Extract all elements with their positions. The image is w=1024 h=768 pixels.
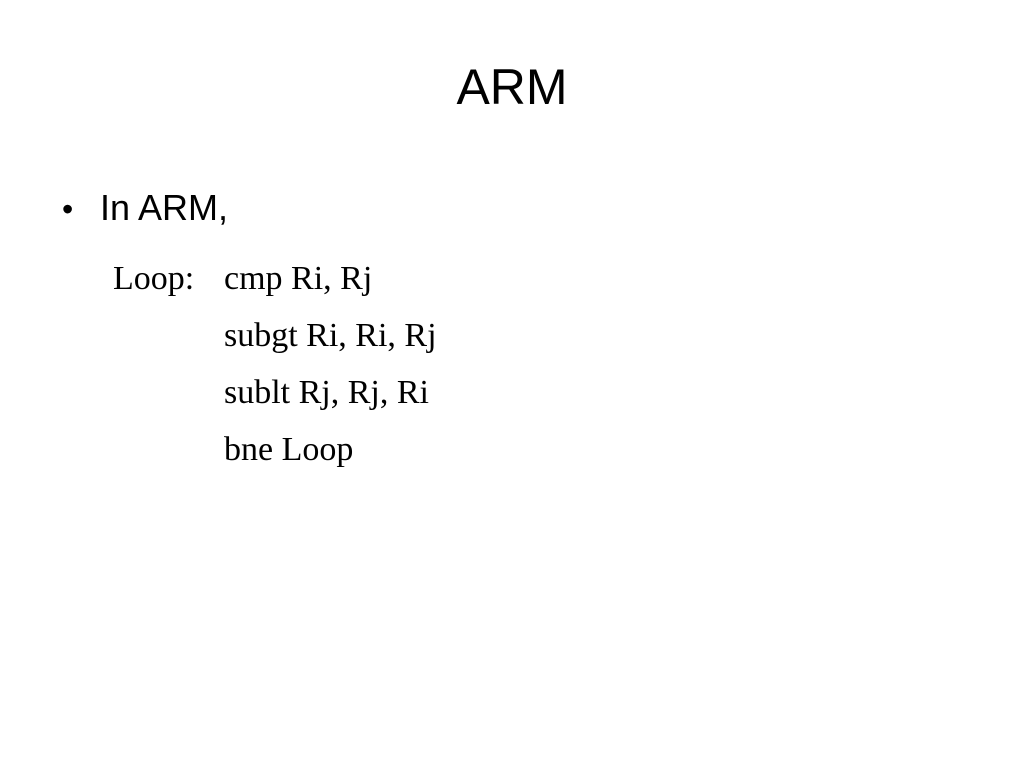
- code-label: [113, 307, 224, 364]
- code-instruction: subgt Ri, Ri, Rj: [224, 317, 437, 354]
- code-label: Loop:: [113, 260, 195, 297]
- code-instruction: sublt Rj, Rj, Ri: [224, 374, 429, 411]
- slide-title: ARM: [456, 59, 568, 115]
- code-line: sublt Rj, Rj, Ri: [113, 364, 437, 421]
- code-line: subgt Ri, Ri, Rj: [113, 307, 437, 364]
- code-instruction: bne Loop: [224, 431, 354, 468]
- bullet-marker: •: [62, 191, 74, 227]
- code-label: [113, 421, 224, 478]
- code-instruction: cmp Ri, Rj: [224, 260, 373, 297]
- bullet-text: In ARM,: [100, 187, 229, 228]
- bullet-item: • In ARM,: [62, 186, 228, 229]
- code-label: [113, 364, 224, 421]
- code-block: Loop: cmp Ri, Rj subgt Ri, Ri, Rj sublt …: [113, 250, 437, 478]
- code-line: bne Loop: [113, 421, 437, 478]
- code-line: Loop: cmp Ri, Rj: [113, 250, 437, 307]
